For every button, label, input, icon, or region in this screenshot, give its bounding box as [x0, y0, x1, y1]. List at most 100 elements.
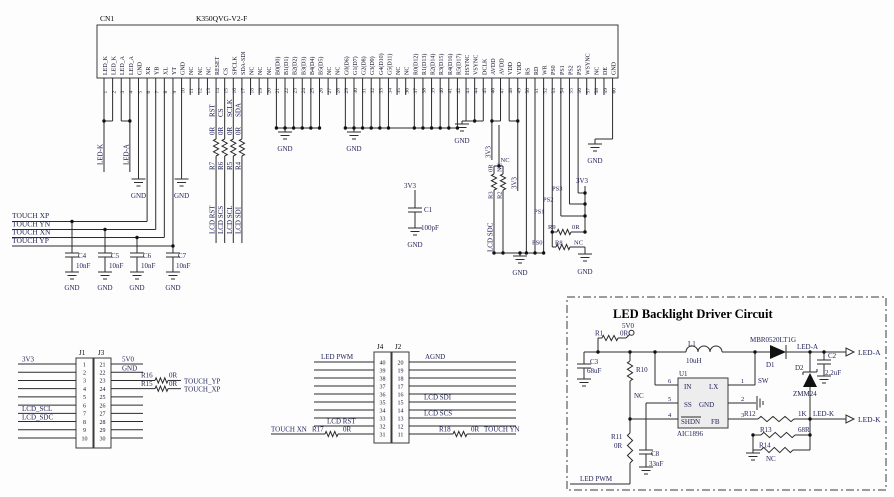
junction-dot: [516, 119, 520, 123]
junction-dot: [291, 126, 296, 130]
label-sw: SW: [758, 377, 769, 385]
label-r15: R15: [141, 380, 153, 388]
wires-layer: [12, 78, 846, 485]
junction-dot: [274, 126, 279, 130]
label-cs: CS: [217, 108, 225, 117]
label-31: 31: [380, 432, 386, 438]
label-48: 48: [508, 88, 514, 94]
j4-ref: J4: [377, 343, 384, 351]
label-46: 46: [491, 88, 497, 94]
label-58: 58: [594, 88, 600, 94]
label-5: 5: [668, 396, 671, 403]
components-layer: [70, 119, 856, 464]
label-16: 16: [232, 88, 238, 94]
label-7: 7: [83, 412, 86, 418]
led-k-terminal-arrow: [845, 414, 856, 424]
label-19: 19: [258, 88, 264, 94]
label-32: 32: [380, 424, 386, 430]
junction-dot: [533, 251, 537, 255]
j2-ref: J2: [395, 343, 402, 351]
label-c4: C4: [78, 252, 87, 260]
label-0r: 0R: [169, 380, 178, 388]
resistor: [490, 173, 498, 191]
supply-terminal-5v0: [628, 329, 635, 336]
label-47: 47: [499, 88, 505, 94]
label-gnd: GND: [346, 145, 361, 153]
label-15: 15: [398, 400, 404, 406]
label-3: 3: [741, 412, 744, 419]
cn1-ref: CN1: [100, 14, 114, 23]
label-b5-d5-: B5(D5): [318, 57, 325, 75]
label-4: 4: [129, 91, 135, 94]
label-r3: R3: [488, 191, 495, 199]
resistor: [229, 138, 237, 157]
label-14: 14: [398, 408, 404, 414]
junction-dot: [429, 126, 434, 130]
junction-dot: [628, 350, 632, 354]
junction-dot: [369, 126, 373, 130]
label-nc: NC: [250, 67, 256, 75]
label-r17: R17: [312, 426, 324, 434]
label-led-a: LED-A: [858, 348, 881, 357]
label-r1: R1: [595, 330, 604, 338]
label-r2: R2: [497, 191, 504, 199]
label-0r: 0R: [217, 127, 225, 136]
junction-dot: [490, 119, 494, 123]
label-g4-d10-: G4(D10): [378, 53, 385, 75]
label-17: 17: [241, 88, 247, 94]
label-gnd: GND: [587, 157, 602, 165]
resistor: [221, 138, 229, 157]
label-led-k: LED-K: [858, 415, 881, 424]
junction-dot: [808, 417, 812, 421]
label-10: 10: [82, 436, 88, 442]
label-33: 33: [380, 416, 386, 422]
label-1: 1: [741, 378, 744, 385]
label-3v3: 3V3: [484, 145, 492, 158]
label-lcd-rst: LCD RST: [327, 418, 356, 426]
resistor: [499, 173, 507, 191]
label-0r: 0R: [209, 127, 217, 136]
label-r0-d12-: R0(D12): [412, 54, 419, 75]
label-29: 29: [344, 88, 350, 94]
label-rd: RD: [534, 66, 540, 75]
label-ss: SS: [684, 401, 692, 409]
label-sda-sdi: SDA-SDI: [241, 51, 247, 75]
label-nc: NC: [594, 67, 600, 75]
label-20: 20: [267, 88, 273, 94]
label-fb: FB: [711, 418, 720, 426]
junction-dot: [421, 126, 425, 130]
junction-dot: [583, 230, 587, 234]
label-3v3: 3V3: [576, 177, 589, 185]
junction-dot: [808, 350, 812, 354]
label-4: 4: [83, 387, 86, 393]
label-gnd: GND: [97, 284, 112, 292]
label-26: 26: [318, 88, 324, 94]
label-35: 35: [380, 400, 386, 406]
label-8: 8: [83, 420, 86, 426]
label-vdd: VDD: [508, 61, 514, 75]
label-gnd: GND: [174, 192, 189, 200]
label-lcd-sdi: LCD SDI: [424, 394, 452, 402]
label-g1-d7-: G1(D7): [352, 56, 359, 75]
label-18: 18: [398, 376, 404, 382]
junction-dot: [653, 350, 657, 354]
label-gnd: GND: [407, 241, 422, 249]
label-33nf: 33nF: [649, 460, 664, 468]
label-agnd: AGND: [425, 353, 445, 361]
junction-dot: [753, 350, 757, 354]
label-28: 28: [336, 88, 342, 94]
label-led-a: LED-A: [122, 144, 130, 165]
label-22: 22: [100, 371, 106, 377]
label-43: 43: [465, 88, 471, 94]
junction-dot: [822, 350, 826, 354]
j2-connector-body: [391, 351, 410, 444]
label-led-a: LED-A: [797, 343, 818, 351]
label-r6: R6: [217, 161, 225, 170]
label-lcd-scs: LCD SCS: [424, 410, 452, 418]
label-lx: LX: [709, 383, 718, 391]
label-11: 11: [189, 88, 195, 94]
label-36: 36: [380, 392, 386, 398]
junction-dot: [541, 251, 546, 255]
label-touch-yp: TOUCH YP: [12, 236, 49, 245]
